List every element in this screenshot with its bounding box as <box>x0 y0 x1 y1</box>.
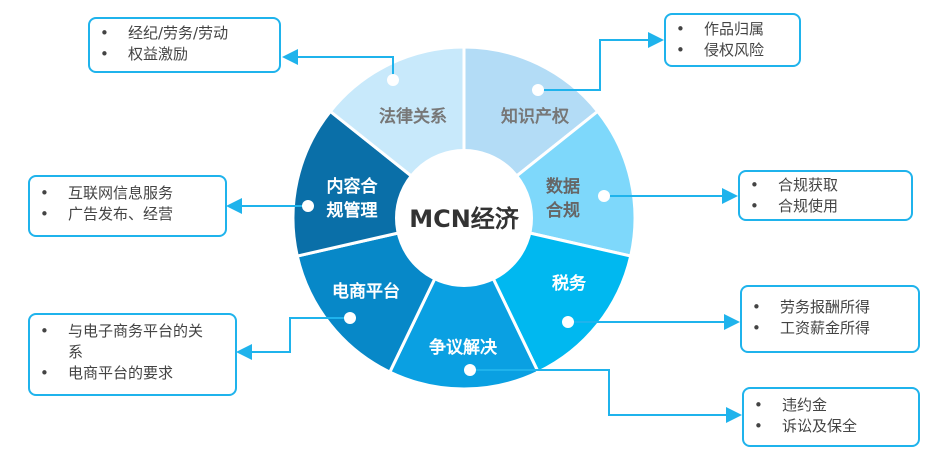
connector-dispute <box>470 369 742 423</box>
segment-label-content-2: 规管理 <box>327 200 378 221</box>
connector-law <box>282 49 394 80</box>
item-text: 与电子商务平台的关系 <box>68 322 204 361</box>
list-item: • 劳务报酬所得 <box>752 297 908 318</box>
dot-law <box>387 74 399 86</box>
item-text: 侵权风险 <box>704 41 765 59</box>
item-text: 互联网信息服务 <box>68 184 174 202</box>
list-item: • 广告发布、经营 <box>40 204 215 225</box>
bullet: • <box>676 20 685 38</box>
list-item: • 合规获取 <box>750 175 901 196</box>
dot-dispute <box>464 364 476 376</box>
list-item: • 经纪/劳务/劳动 <box>100 23 269 44</box>
bullet: • <box>752 319 761 337</box>
dot-ecommerce <box>344 312 356 324</box>
item-text: 权益激励 <box>128 45 189 63</box>
bullet: • <box>754 417 763 435</box>
dot-tax <box>562 316 574 328</box>
item-text: 违约金 <box>782 396 828 414</box>
box-ip: • 作品归属 • 侵权风险 <box>664 13 801 67</box>
dot-ip <box>532 84 544 96</box>
list-item: • 电商平台的要求 <box>40 363 225 384</box>
box-ecommerce: • 与电子商务平台的关系 • 电商平台的要求 <box>28 313 237 396</box>
box-law: • 经纪/劳务/劳动 • 权益激励 <box>88 17 281 73</box>
segment-label-ip: 知识产权 <box>500 106 570 127</box>
item-text: 广告发布、经营 <box>68 205 174 223</box>
segment-label-dispute: 争议解决 <box>429 337 498 358</box>
list-item: • 互联网信息服务 <box>40 183 215 204</box>
box-data: • 合规获取 • 合规使用 <box>738 170 913 221</box>
list-item: • 权益激励 <box>100 44 269 65</box>
segment-label-data-1: 数据 <box>546 176 580 197</box>
list-item: • 侵权风险 <box>676 40 789 61</box>
bullet: • <box>676 41 685 59</box>
list-item: • 与电子商务平台的关系 <box>40 321 225 363</box>
list-item: • 违约金 <box>754 395 908 416</box>
list-item: • 作品归属 <box>676 19 789 40</box>
item-text: 电商平台的要求 <box>68 364 174 382</box>
bullet: • <box>752 298 761 316</box>
bullet: • <box>754 396 763 414</box>
item-text: 经纪/劳务/劳动 <box>128 24 229 42</box>
list-item: • 工资薪金所得 <box>752 318 908 339</box>
segment-label-data-2: 合规 <box>546 200 580 221</box>
connector-ecommerce <box>236 317 350 360</box>
bullet: • <box>40 322 49 340</box>
item-text: 诉讼及保全 <box>782 417 858 435</box>
center-title: MCN经济 <box>409 205 520 233</box>
bullet: • <box>750 197 759 215</box>
list-item: • 合规使用 <box>750 196 901 217</box>
item-text: 合规使用 <box>778 197 839 215</box>
item-text: 合规获取 <box>778 176 839 194</box>
bullet: • <box>100 45 109 63</box>
bullet: • <box>40 205 49 223</box>
center-circle <box>395 149 533 287</box>
connector-ip <box>538 32 664 91</box>
dot-content <box>302 200 314 212</box>
box-tax: • 劳务报酬所得 • 工资薪金所得 <box>740 285 920 353</box>
item-text: 作品归属 <box>704 20 765 38</box>
bullet: • <box>40 184 49 202</box>
bullet: • <box>40 364 49 382</box>
item-text: 劳务报酬所得 <box>780 298 871 316</box>
segment-label-law: 法律关系 <box>379 106 447 127</box>
item-text: 工资薪金所得 <box>780 319 871 337</box>
dot-data <box>598 190 610 202</box>
segment-label-content-1: 内容合 <box>327 176 379 197</box>
box-dispute: • 违约金 • 诉讼及保全 <box>742 387 920 447</box>
segment-label-ecommerce: 电商平台 <box>332 281 400 302</box>
box-content: • 互联网信息服务 • 广告发布、经营 <box>28 175 227 237</box>
bullet: • <box>100 24 109 42</box>
bullet: • <box>750 176 759 194</box>
segment-label-tax: 税务 <box>552 273 587 294</box>
list-item: • 诉讼及保全 <box>754 416 908 437</box>
